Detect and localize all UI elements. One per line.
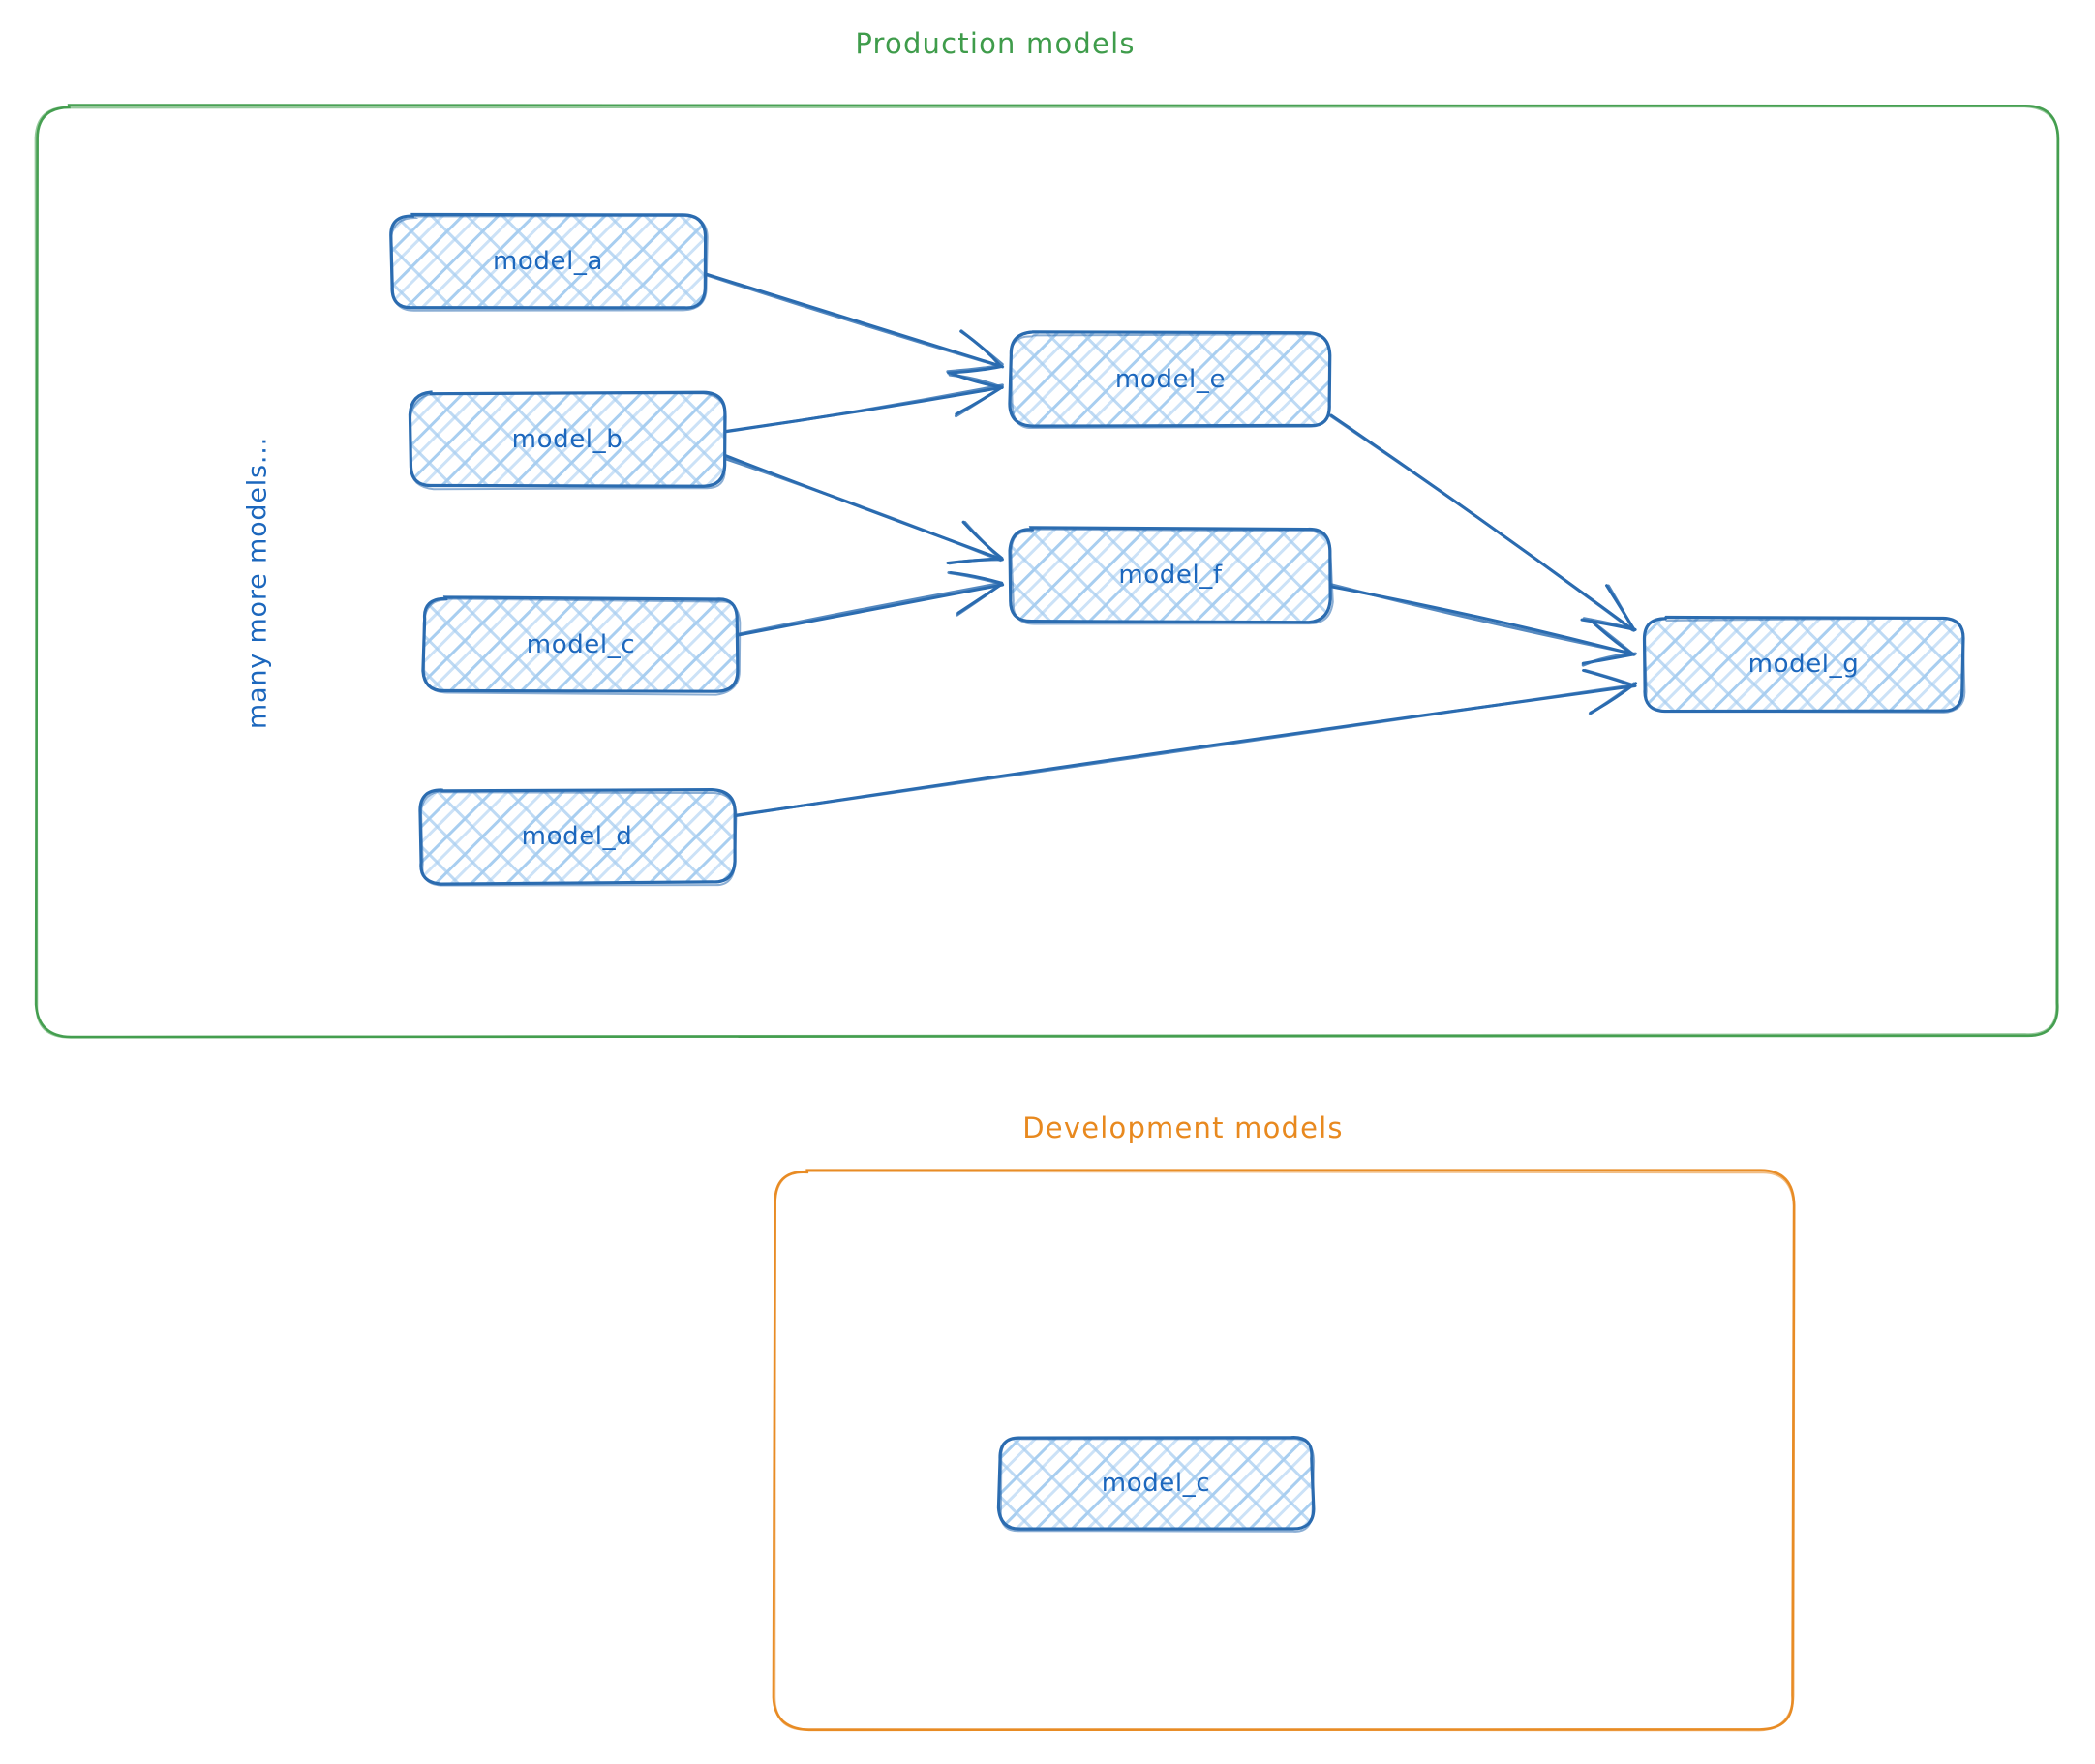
group-title-production: Production models (855, 27, 1136, 60)
node-label-model_g: model_g (1747, 650, 1860, 679)
node-label-model_e: model_e (1114, 365, 1227, 394)
node-model_c_dev[interactable] (996, 1436, 1316, 1533)
many-more-models-note: many more models... (242, 436, 273, 730)
node-model_g[interactable] (1642, 615, 1966, 714)
node-label-model_b: model_b (511, 425, 623, 454)
edge-layer (701, 272, 1638, 818)
node-model_a[interactable] (389, 212, 709, 312)
node-label-model_c_dev: model_c (1101, 1469, 1211, 1498)
node-layer (389, 212, 1966, 1533)
group-title-development: Development models (1022, 1111, 1344, 1144)
edge-model_b-to-model_e (720, 372, 1004, 434)
node-model_f[interactable] (1008, 526, 1334, 625)
node-label-model_c_prod: model_c (526, 630, 636, 659)
node-label-model_f: model_f (1118, 561, 1223, 590)
edge-model_d-to-model_g (730, 668, 1638, 818)
group-container-production (34, 104, 2060, 1039)
node-model_c_prod[interactable] (421, 595, 742, 696)
edge-model_e-to-model_g (1327, 413, 1637, 632)
edge-model_f-to-model_g (1328, 583, 1637, 667)
edge-model_c_prod-to-model_f (735, 570, 1005, 637)
group-containers (34, 104, 2060, 1732)
node-label-model_a: model_a (492, 247, 604, 276)
group-container-development (772, 1169, 1796, 1732)
node-label-model_d: model_d (521, 822, 633, 851)
node-model_d[interactable] (418, 788, 738, 887)
edge-model_b-to-model_f (720, 453, 1004, 565)
node-model_b[interactable] (408, 390, 727, 491)
edge-model_a-to-model_e (701, 272, 1005, 375)
node-model_e[interactable] (1008, 330, 1332, 430)
